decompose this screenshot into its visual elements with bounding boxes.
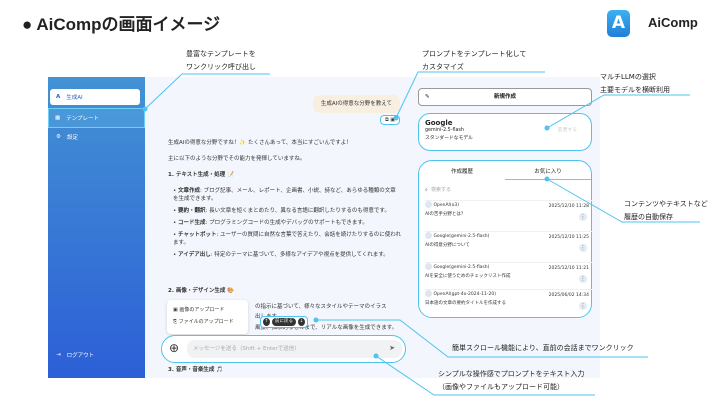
search-icon: ⌕ [425, 187, 428, 193]
history-panel: 作成履歴 お気に入り ⌕ 検索する OpenAI(o3)2025/12/10 1… [418, 160, 593, 318]
back-button[interactable]: 前に戻る [272, 318, 296, 326]
brand-name: AiComp [648, 15, 698, 30]
scroll-down-icon[interactable]: ↓ [298, 318, 305, 326]
pencil-icon: ✎ [425, 94, 430, 100]
history-item[interactable]: Google(gemini-2.5-flash)2025/12/10 11:25… [425, 231, 593, 255]
model-avatar-icon [425, 232, 432, 239]
callout-line [375, 355, 595, 396]
response-text: の指示に基づいて、様々なスタイルやテーマのイラス [255, 304, 387, 310]
annotation-prompt-template: プロンプトをテンプレート化してカスタマイズ [422, 50, 527, 71]
scroll-controls: ↑ 前に戻る ↓ [260, 316, 308, 328]
scroll-up-icon[interactable]: ↑ [263, 318, 270, 326]
chat-area: 生成AIの得意な分野を教えて ⧉ ▣ 生成AIの得意な分野ですね！✨ たくさんあ… [145, 77, 412, 378]
annotation-templates: 豊富なテンプレートをワンクリック呼び出し [186, 50, 256, 71]
gear-icon: ⚙ [56, 134, 61, 140]
section-heading: 2. 画像・デザイン生成 🎨 [168, 288, 235, 294]
change-model-button[interactable]: 変更する [557, 128, 577, 133]
annotation-input: シンプルな操作感でプロンプトをテキスト入力（画像やファイルもアップロード可能） [438, 370, 585, 391]
logout-icon: ⇥ [56, 352, 61, 358]
user-message: 生成AIの得意な分野を教えて [312, 95, 400, 113]
list-item: • コード生成: プログラミングコードの生成やデバッグのサポートもできます。 [173, 220, 368, 226]
model-avatar-icon [425, 201, 432, 208]
model-avatar-icon [425, 290, 432, 297]
more-icon[interactable]: ⋮ [579, 302, 587, 310]
send-icon[interactable]: ➤ [389, 344, 395, 352]
sidebar-item-template[interactable]: ▦テンプレート [48, 108, 145, 128]
aicomp-logo-icon: A [607, 10, 630, 37]
logout-button[interactable]: ⇥ログアウト [56, 352, 95, 359]
section-heading: 3. 音声・音楽生成 🎵 [168, 367, 224, 373]
page-title: ● AiCompの画面イメージ [22, 15, 221, 34]
message-input[interactable]: メッセージを送る（Shift + Enterで送信） [187, 340, 402, 358]
history-search[interactable]: ⌕ 検索する [425, 187, 452, 193]
model-name: gemini-2.5-flash [425, 128, 464, 133]
model-desc: スタンダードなモデル [425, 136, 473, 141]
model-avatar-icon [425, 263, 432, 270]
annotation-history: コンテンツやテキストなど履歴の自動保存 [624, 200, 708, 221]
copy-icon[interactable]: ⧉ [385, 117, 389, 123]
response-text: 風景、抽象的なものまで、リアルな画像を生成できます。 [255, 325, 398, 331]
annotation-scroll: 簡単スクロール機能により、直前の会話までワンクリック [452, 344, 634, 352]
message-actions: ⧉ ▣ [380, 115, 400, 125]
template-icon: ▦ [55, 115, 61, 121]
file-upload-item[interactable]: ⎘ ファイルのアップロード [173, 319, 234, 325]
annotation-multi-llm: マルチLLMの選択主要モデルを横断利用 [600, 73, 670, 94]
callout-line [546, 178, 700, 223]
upload-menu: ▣ 画像のアップロード ⎘ ファイルのアップロード [167, 300, 248, 334]
history-item[interactable]: OpenAI(gpt-4o-2024-11-20)2025/06/02 14:3… [425, 289, 593, 313]
response-text: 主に以下のような分野でその能力を発揮していますね。 [168, 156, 306, 162]
list-item: • 文章作成: ブログ記事、メール、レポート、企画書、小説、詩など、あらゆる種類… [173, 188, 396, 202]
callout-line [395, 71, 545, 119]
history-item[interactable]: Google(gemini-2.5-flash)2025/12/10 11:21… [425, 262, 593, 286]
model-selector[interactable]: Google gemini-2.5-flash スタンダードなモデル 変更する [418, 113, 592, 151]
more-icon[interactable]: ⋮ [579, 244, 587, 252]
more-icon[interactable]: ⋮ [579, 275, 587, 283]
logo-icon: A [56, 94, 61, 100]
template-save-icon[interactable]: ▣ [390, 117, 395, 123]
callout-line [546, 94, 690, 129]
add-attachment-icon[interactable]: ⊕ [169, 341, 180, 355]
tab-history[interactable]: 作成履歴 [450, 169, 473, 175]
more-icon[interactable]: ⋮ [579, 213, 587, 221]
response-text: 生成AIの得意な分野ですね！✨ たくさんあって、本当にすごいんですよ！ [168, 140, 352, 146]
right-panel: ✎新規作成 Google gemini-2.5-flash スタンダードなモデル… [412, 77, 600, 378]
list-item: • チャットボット: ユーザーの質問に自然な言葉で答えたり、会話を続けたりするの… [173, 232, 401, 246]
callout-line [144, 73, 270, 110]
callout-line [316, 319, 648, 358]
sidebar-item-settings[interactable]: ⚙設定 [56, 134, 78, 141]
new-chat-button[interactable]: ✎新規作成 [418, 88, 592, 106]
image-upload-item[interactable]: ▣ 画像のアップロード [173, 307, 225, 313]
section-heading: 1. テキスト生成・処理 📝 [168, 172, 234, 178]
list-item: • 要約・翻訳: 長い文章を短くまとめたり、異なる言語に翻訳したりするのも得意で… [173, 208, 390, 214]
model-provider: Google [425, 119, 453, 127]
list-item: • アイデア出し: 特定のテーマに基づいて、多様なアイデアや視点を提供してくれま… [173, 252, 389, 258]
message-input-box: ⊕ メッセージを送る（Shift + Enterで送信） ➤ [161, 335, 406, 363]
bullet-list: • 文章作成: ブログ記事、メール、レポート、企画書、小説、詩など、あらゆる種類… [173, 187, 401, 259]
